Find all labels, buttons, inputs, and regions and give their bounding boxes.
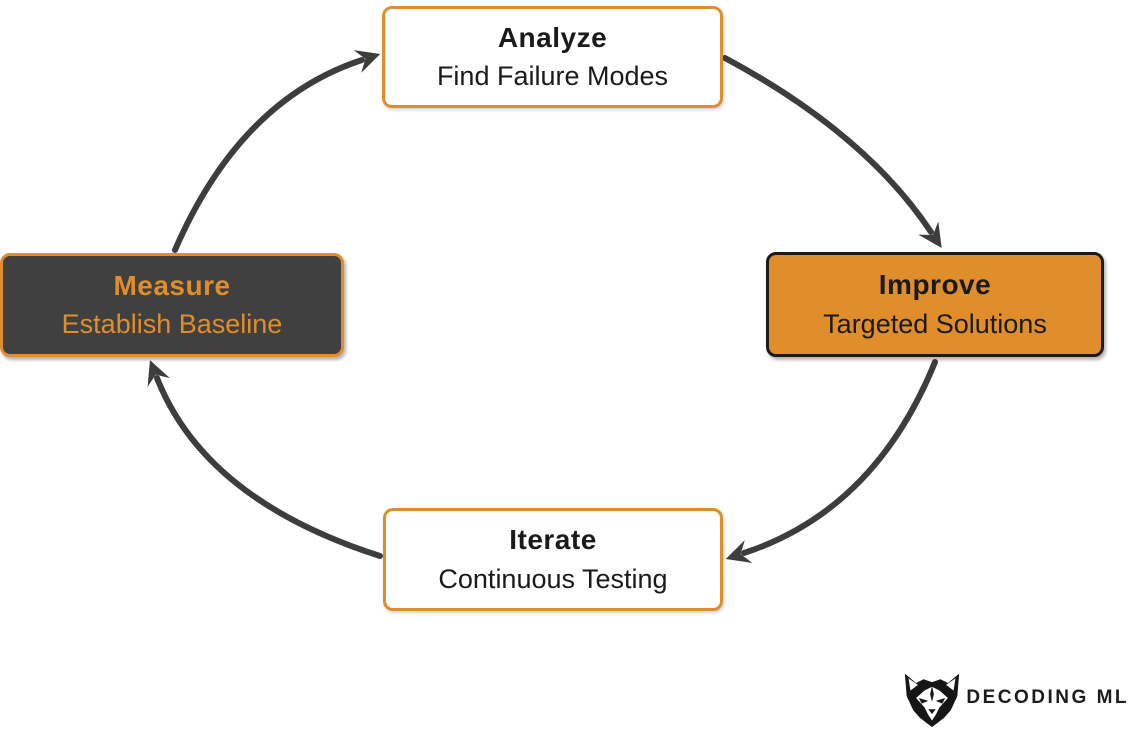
node-analyze: Analyze Find Failure Modes [382,6,723,108]
node-measure-subtitle: Establish Baseline [61,309,283,340]
arrow-iterate-to-measure [147,360,383,559]
node-improve-subtitle: Targeted Solutions [823,308,1047,339]
brand-name: DECODING ML [966,687,1129,708]
node-analyze-title: Analyze [497,21,608,53]
node-measure: Measure Establish Baseline [0,253,344,357]
node-improve-title: Improve [878,269,992,301]
arrow-measure-to-analyze [172,50,381,253]
arrow-analyze-to-improve [722,55,942,248]
node-improve: Improve Targeted Solutions [766,252,1104,357]
arrow-improve-to-iterate [725,359,938,563]
node-measure-title: Measure [113,269,231,301]
node-analyze-subtitle: Find Failure Modes [436,61,669,92]
node-iterate: Iterate Continuous Testing [383,508,723,611]
wolf-head-icon [905,673,960,728]
node-iterate-subtitle: Continuous Testing [438,563,668,594]
brand-logo: DECODING ML [902,667,1129,729]
node-iterate-title: Iterate [509,524,597,556]
